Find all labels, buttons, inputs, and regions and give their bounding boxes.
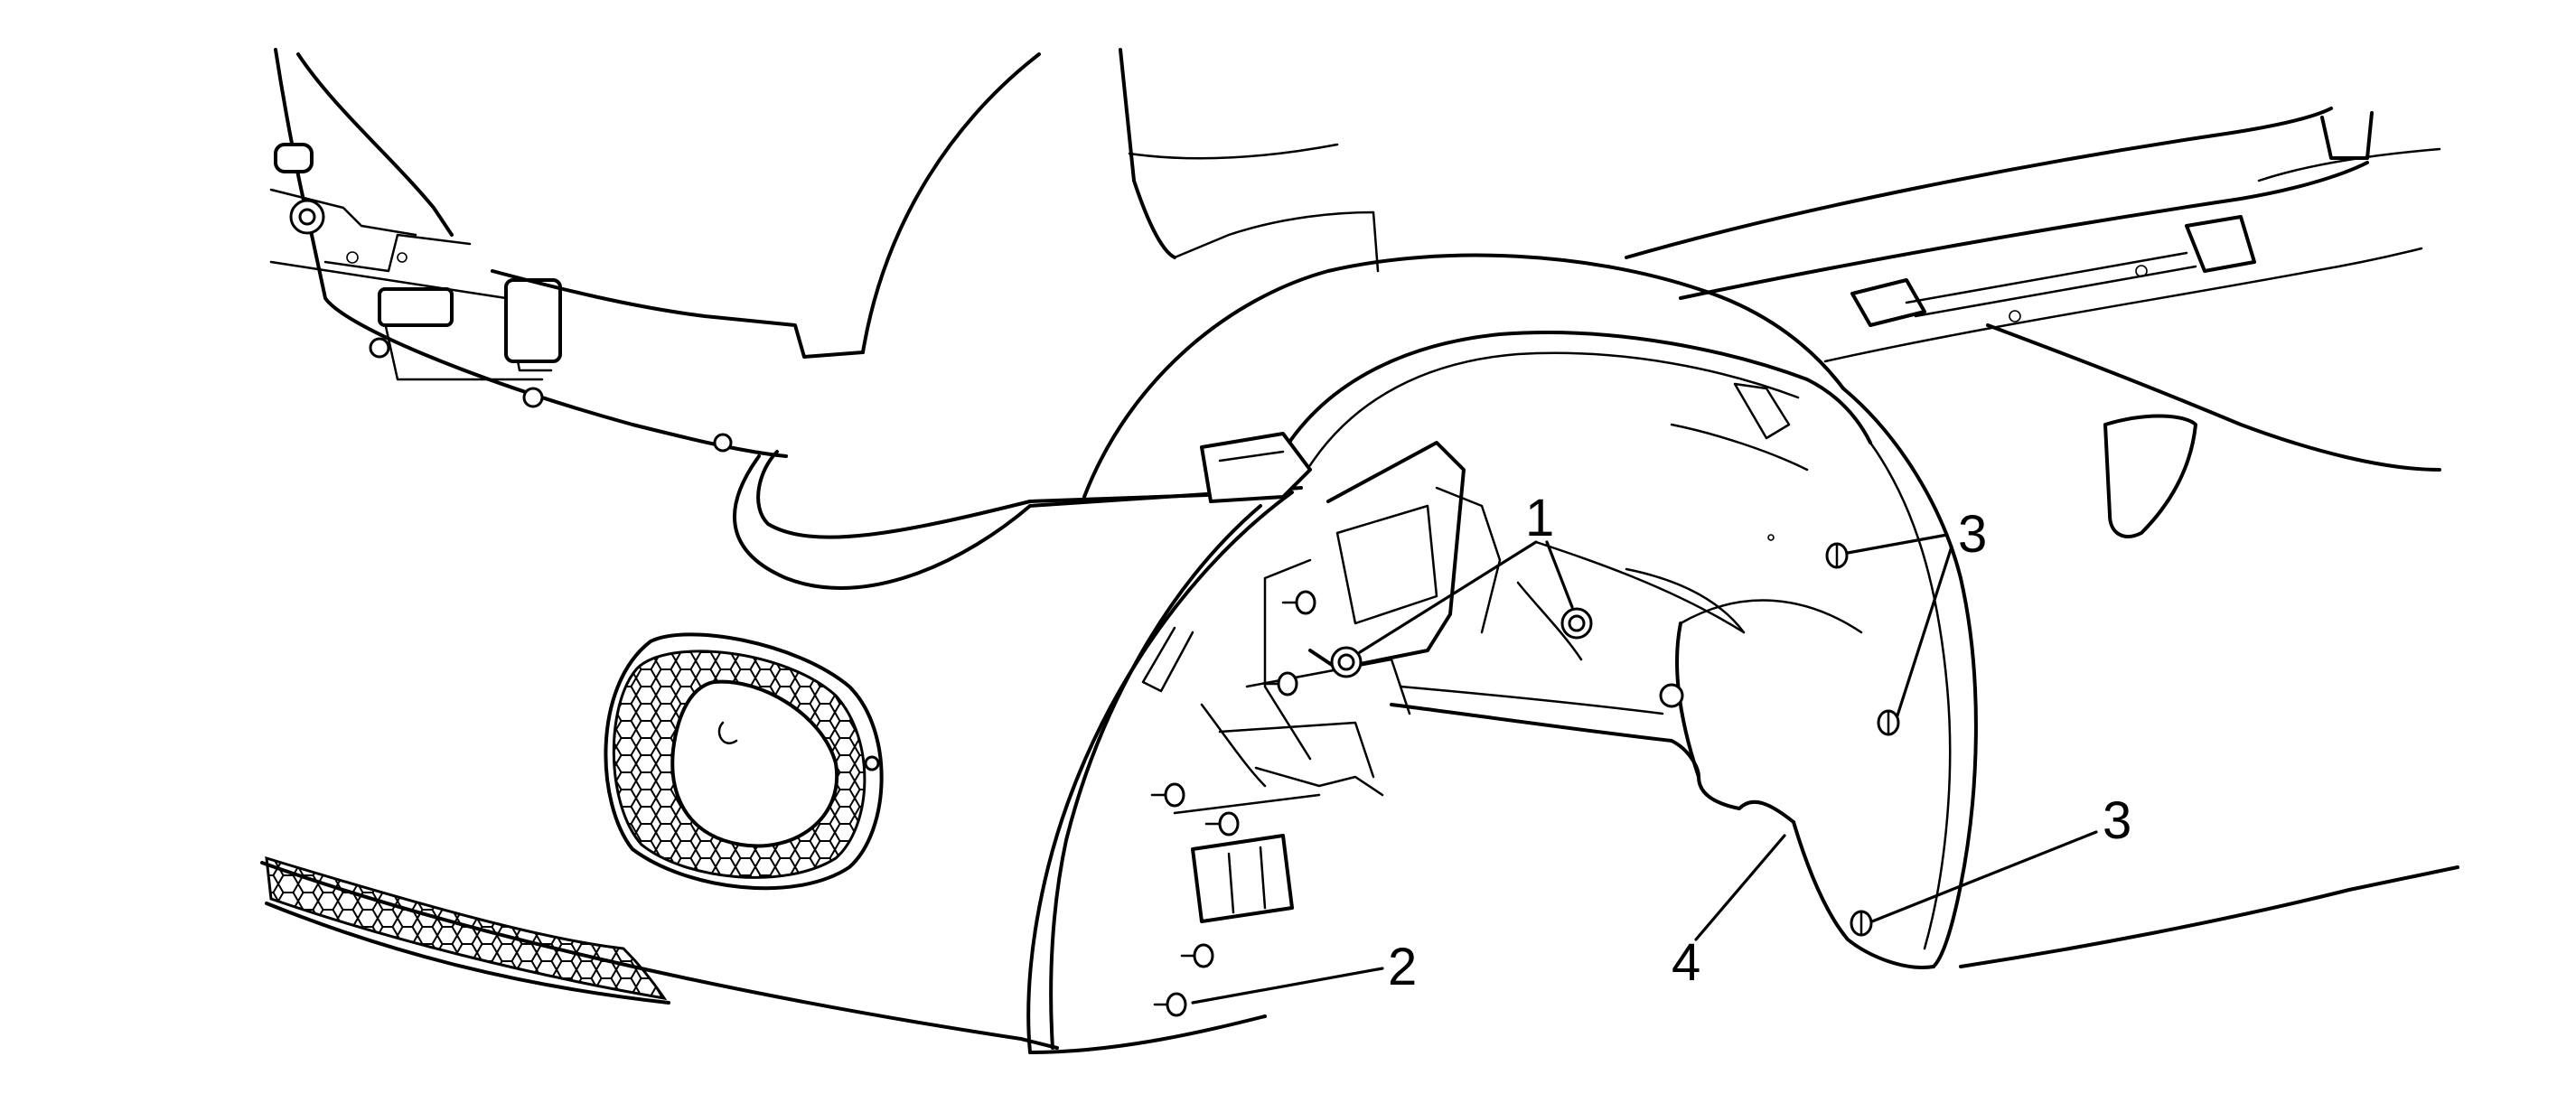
- clip-3b: [1877, 709, 1900, 736]
- nut-1b: [1560, 607, 1593, 640]
- screw-2b: [1153, 992, 1187, 1017]
- fasteners: [1150, 542, 1900, 1017]
- screw-2a: [1180, 943, 1214, 968]
- clip-3c: [1850, 910, 1873, 937]
- callout-3-lower: 3: [2103, 791, 2131, 850]
- leader-lines: [1191, 533, 2098, 1005]
- clip-3a: [1825, 542, 1849, 569]
- callout-labels: 1 2 3 3 4: [1388, 489, 2131, 996]
- wheelhouse-liner: [1082, 253, 1978, 969]
- callout-3-upper: 3: [1958, 505, 1987, 564]
- screw-bumper-2: [1263, 671, 1298, 696]
- screw-bumper-1: [1281, 590, 1316, 615]
- callout-4: 4: [1672, 933, 1700, 992]
- right-fender-panel: [1625, 107, 2459, 968]
- engine-compartment-left: [269, 48, 788, 458]
- screw-bumper-4: [1204, 811, 1240, 837]
- bumper-wheel-opening: [1026, 491, 1294, 1054]
- front-bumper-fascia: [260, 450, 1303, 1050]
- side-marker-lamp: [2103, 414, 2197, 538]
- hood-panel: [491, 48, 1380, 359]
- inner-support-bracket: [1173, 432, 1502, 923]
- fog-lamp-opening: [670, 679, 839, 848]
- screw-bumper-3: [1150, 782, 1185, 808]
- nut-1a: [1330, 646, 1363, 678]
- callout-1: 1: [1525, 489, 1554, 547]
- lower-grille: [265, 855, 668, 1001]
- callout-2: 2: [1388, 938, 1417, 996]
